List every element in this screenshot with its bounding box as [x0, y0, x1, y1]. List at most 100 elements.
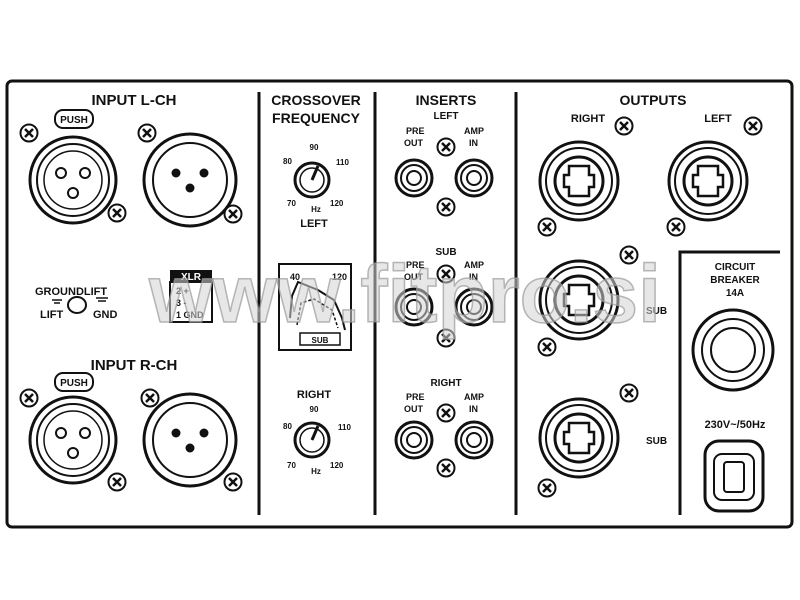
scale-110-left: 110 — [336, 158, 349, 167]
push-label-left: PUSH — [60, 115, 88, 126]
gnd-label: GND — [93, 309, 118, 321]
xlr-male-jack-right[interactable] — [142, 392, 238, 488]
in-label-sub: IN — [469, 272, 478, 282]
screw-icon — [537, 478, 557, 498]
graph-120-label: 120 — [332, 272, 347, 282]
in-label-right: IN — [469, 404, 478, 414]
scale-120-left: 120 — [330, 199, 344, 208]
breaker-line2: BREAKER — [710, 275, 760, 286]
scale-120-right: 120 — [330, 461, 344, 470]
xlr-pin1-label: 1 GND — [176, 310, 204, 320]
xlr-female-jack-left[interactable]: PUSH — [28, 109, 118, 225]
crossover-right-knob[interactable] — [293, 421, 331, 459]
inserts-sub-label: SUB — [435, 247, 456, 258]
input-r-section: INPUT R-CH PUSH — [19, 357, 243, 492]
breaker-line1: CIRCUIT — [715, 262, 756, 273]
outputs-section: OUTPUTS RIGHT LEFT SUB SUB — [537, 92, 763, 498]
screw-icon — [140, 388, 160, 408]
screw-icon — [436, 197, 456, 217]
circuit-breaker-section: CIRCUIT BREAKER 14A 230V~/50Hz — [691, 262, 775, 513]
output-right-label: RIGHT — [571, 113, 606, 125]
crossover-title-1: CROSSOVER — [271, 92, 360, 108]
pre-label-right: PRE — [406, 392, 425, 402]
hz-unit-right: Hz — [311, 467, 321, 476]
crossover-section: CROSSOVER FREQUENCY 90 80 110 70 120 Hz … — [271, 92, 360, 476]
screw-icon — [223, 204, 243, 224]
ground-lift-switch[interactable]: GROUNDLIFT LIFT GND — [35, 286, 118, 321]
xlr-pin-legend: XLR 2 + 3 - 1 GND — [169, 270, 213, 323]
output-sub-label-1: SUB — [646, 306, 667, 317]
xlr-male-jack-left[interactable] — [142, 132, 238, 228]
crossover-response-graph: 40 120 SUB — [278, 263, 352, 351]
amp-label-right: AMP — [464, 392, 484, 402]
scale-110-right: 110 — [338, 423, 351, 432]
output-sub-label-2: SUB — [646, 436, 667, 447]
speakon-output-left[interactable] — [667, 140, 749, 222]
screw-icon — [537, 217, 557, 237]
breaker-rating: 14A — [726, 288, 744, 299]
push-label-right: PUSH — [60, 378, 88, 389]
screw-icon — [666, 217, 686, 237]
out-label-left: OUT — [404, 138, 424, 148]
screw-icon — [107, 203, 127, 223]
scale-70-left: 70 — [287, 199, 296, 208]
screw-icon — [537, 337, 557, 357]
speakon-output-right[interactable] — [538, 140, 620, 222]
screw-icon — [436, 403, 456, 423]
rca-pre-out-left[interactable] — [394, 158, 434, 198]
rca-amp-in-left[interactable] — [454, 158, 494, 198]
input-l-title: INPUT L-CH — [92, 92, 177, 109]
input-l-section: INPUT L-CH PUSH — [19, 92, 243, 228]
rca-pre-out-right[interactable] — [394, 420, 434, 460]
input-r-title: INPUT R-CH — [91, 357, 178, 374]
out-label-right: OUT — [404, 404, 424, 414]
xlr-legend-title: XLR — [181, 272, 202, 283]
inserts-right-label: RIGHT — [430, 378, 461, 389]
power-inlet-socket[interactable] — [703, 439, 765, 513]
inserts-title: INSERTS — [416, 92, 477, 108]
inserts-section: INSERTS LEFT PRE OUT AMP IN SUB PRE OUT … — [394, 92, 494, 478]
crossover-right-label: RIGHT — [297, 389, 332, 401]
screw-icon — [107, 472, 127, 492]
screw-icon — [619, 383, 639, 403]
output-left-label: LEFT — [704, 113, 732, 125]
rca-amp-in-right[interactable] — [454, 420, 494, 460]
amp-label-sub: AMP — [464, 260, 484, 270]
crossover-title-2: FREQUENCY — [272, 110, 361, 126]
outputs-title: OUTPUTS — [620, 92, 687, 108]
xlr-female-jack-right[interactable]: PUSH — [28, 372, 118, 485]
lift-label: LIFT — [40, 309, 63, 321]
scale-90-left: 90 — [310, 143, 319, 152]
crossover-left-knob[interactable] — [293, 161, 331, 199]
watermark-text: www.fitpro.si — [148, 249, 661, 340]
scale-70-right: 70 — [287, 461, 296, 470]
section-dividers — [257, 92, 780, 515]
speakon-output-sub-2[interactable] — [538, 397, 620, 479]
xlr-pin2-label: 2 + — [176, 286, 189, 296]
screw-icon — [436, 458, 456, 478]
screw-icon — [743, 116, 763, 136]
screw-icon — [614, 116, 634, 136]
circuit-breaker-button[interactable] — [691, 308, 775, 392]
power-rating-label: 230V~/50Hz — [705, 419, 766, 431]
screw-icon — [436, 137, 456, 157]
amp-label-left: AMP — [464, 126, 484, 136]
groundlift-label: GROUNDLIFT — [35, 286, 107, 298]
pre-label-sub: PRE — [406, 260, 425, 270]
hz-unit-left: Hz — [311, 205, 321, 214]
scale-80-left: 80 — [283, 157, 292, 166]
screw-icon — [137, 123, 157, 143]
scale-80-right: 80 — [283, 422, 292, 431]
inserts-left-label: LEFT — [434, 111, 459, 122]
graph-40-label: 40 — [290, 272, 300, 282]
crossover-left-label: LEFT — [300, 218, 328, 230]
screw-icon — [19, 388, 39, 408]
out-label-sub: OUT — [404, 272, 424, 282]
in-label-left: IN — [469, 138, 478, 148]
screw-icon — [19, 123, 39, 143]
xlr-pin3-label: 3 - — [176, 298, 187, 308]
pre-label-left: PRE — [406, 126, 425, 136]
screw-icon — [223, 472, 243, 492]
graph-sub-label: SUB — [312, 336, 329, 345]
